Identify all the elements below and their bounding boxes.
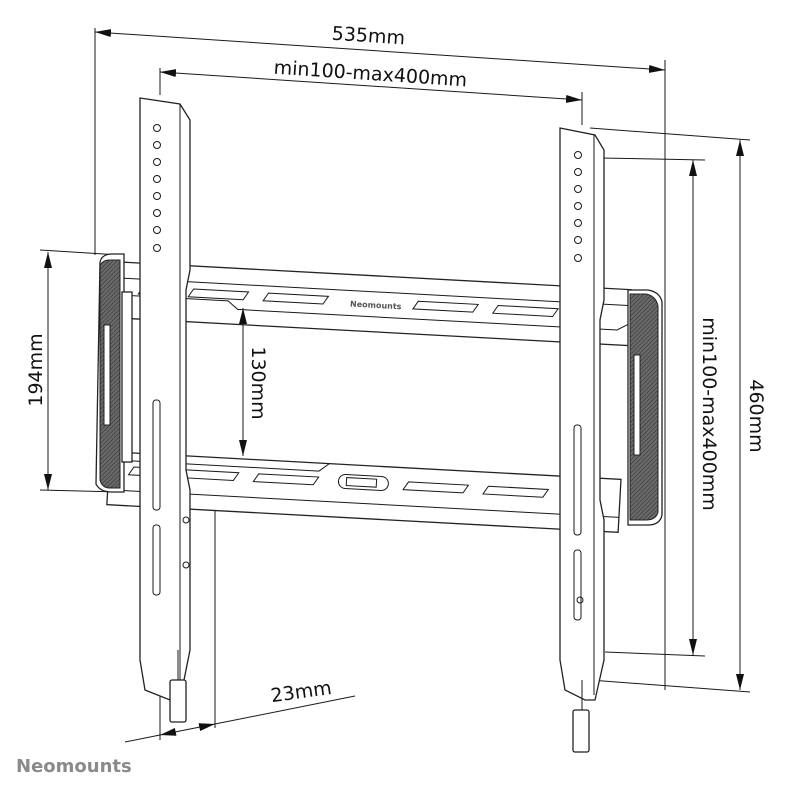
left-vertical-bracket	[139, 97, 191, 723]
neomounts-logo: Neomounts	[16, 756, 132, 777]
left-pad	[95, 253, 133, 493]
vesa-vertical-label: min100-max400mm	[698, 317, 720, 511]
right-vertical-bracket	[559, 127, 605, 753]
rail-spacing-label: 130mm	[247, 346, 269, 419]
bracket-brand-label: Neomounts	[350, 300, 402, 312]
overall-height-label: 460mm	[745, 379, 767, 452]
overall-width-label: 535mm	[331, 23, 406, 50]
bracket-height-label: 194mm	[25, 333, 47, 406]
dimension-lines	[44, 29, 744, 743]
right-pad	[627, 289, 663, 526]
